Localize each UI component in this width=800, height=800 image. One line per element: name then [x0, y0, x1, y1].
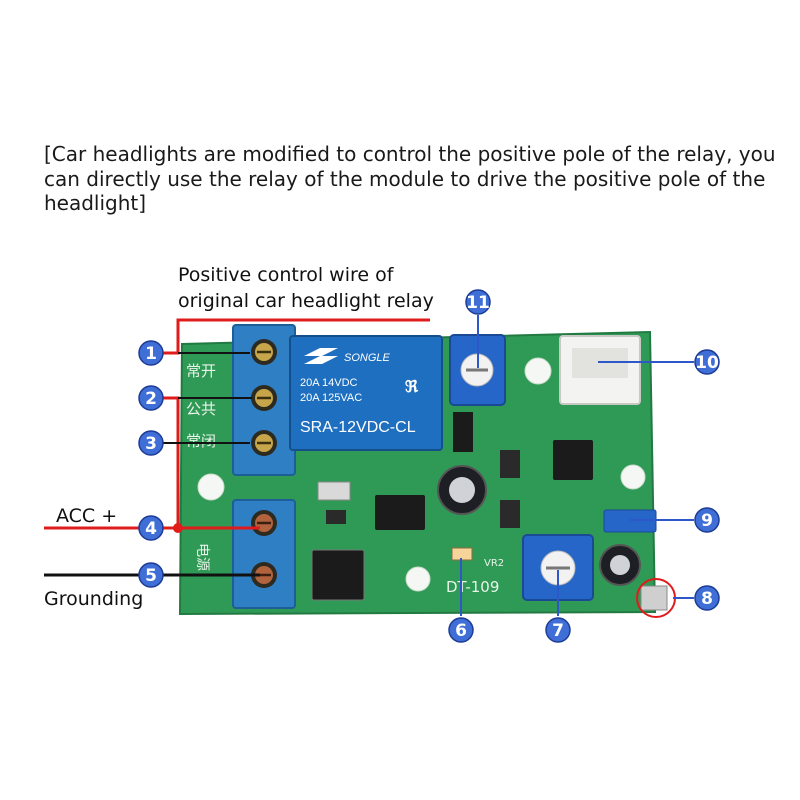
- mounting-hole: [197, 473, 225, 501]
- silk-common: 公共: [186, 400, 216, 418]
- solder-pad: [640, 585, 668, 611]
- marker-4: 4: [138, 515, 164, 541]
- svg-text:5: 5: [145, 566, 157, 586]
- terminal-screw: [251, 510, 277, 536]
- marker-1: 1: [138, 340, 164, 366]
- mounting-hole: [620, 464, 646, 490]
- relay-logo-icon: [304, 348, 338, 364]
- resistor: [317, 481, 351, 501]
- junction-dot: [173, 523, 183, 533]
- svg-text:2: 2: [145, 389, 157, 409]
- svg-text:8: 8: [701, 589, 713, 609]
- marker-9: 9: [694, 507, 720, 533]
- silk-vr2: VR2: [484, 558, 504, 569]
- smd-resistor: [326, 510, 346, 524]
- silk-model: DT-109: [446, 578, 499, 596]
- marker-3: 3: [138, 430, 164, 456]
- marker-11: 11: [465, 289, 491, 315]
- marker-5: 5: [138, 562, 164, 588]
- relay-model: SRA-12VDC-CL: [300, 419, 416, 436]
- svg-text:11: 11: [466, 293, 490, 313]
- svg-text:6: 6: [455, 621, 467, 641]
- terminal-screw: [251, 339, 277, 365]
- svg-text:9: 9: [701, 511, 713, 531]
- silk-normally-open: 常开: [186, 362, 216, 380]
- mosfet: [311, 549, 365, 601]
- common-wire: [163, 396, 180, 528]
- svg-text:1: 1: [145, 344, 157, 364]
- acc-label: ACC +: [56, 505, 118, 527]
- marker-7: 7: [545, 617, 571, 643]
- grounding-label: Grounding: [44, 588, 144, 610]
- ic-chip: [553, 440, 593, 480]
- svg-text:4: 4: [145, 519, 157, 539]
- relay-spec-1: 20A 14VDC: [300, 377, 358, 389]
- mounting-hole: [405, 566, 431, 592]
- terminal-screw: [251, 385, 277, 411]
- svg-text:7: 7: [552, 621, 564, 641]
- relay-brand: SONGLE: [344, 352, 391, 364]
- svg-text:10: 10: [695, 353, 719, 373]
- marker-8: 8: [694, 585, 720, 611]
- ul-mark-icon: ℜ: [405, 379, 419, 396]
- diode: [453, 412, 473, 452]
- marker-6: 6: [448, 617, 474, 643]
- control-wire: [163, 318, 430, 355]
- silk-power: 电源: [194, 543, 210, 571]
- mounting-hole: [524, 357, 552, 385]
- marker-2: 2: [138, 385, 164, 411]
- transistor: [500, 500, 520, 528]
- control-wire-label-line1: Positive control wire of: [178, 264, 394, 286]
- terminal-screw: [251, 562, 277, 588]
- transistor: [500, 450, 520, 478]
- svg-text:3: 3: [145, 434, 157, 454]
- relay-spec-2: 20A 125VAC: [300, 392, 362, 404]
- ic-chip: [375, 495, 425, 530]
- silk-normally-closed: 常闭: [186, 432, 216, 450]
- marker-10: 10: [694, 349, 720, 375]
- control-wire-label-line2: original car headlight relay: [178, 290, 434, 312]
- caption-text: [Car headlights are modified to control …: [44, 142, 776, 215]
- terminal-screw: [251, 430, 277, 456]
- relay: [289, 335, 443, 451]
